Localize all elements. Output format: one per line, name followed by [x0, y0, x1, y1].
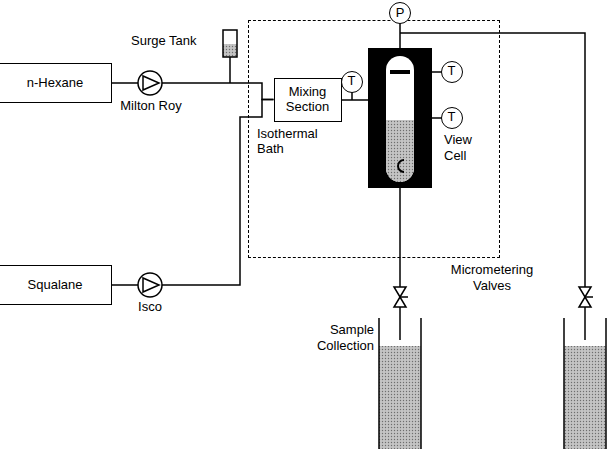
pump-arrow: [143, 278, 159, 292]
part-label: Surge Tank: [131, 33, 219, 49]
cell-bar: [390, 70, 410, 74]
node-label: T: [442, 110, 462, 125]
source-box: Squalane: [0, 265, 112, 305]
surge-tank: [223, 30, 237, 57]
valve-symbol: [579, 287, 591, 297]
node-label: n-Hexane: [0, 76, 111, 91]
sensor-circle: T: [441, 107, 463, 129]
pressure-line: [399, 22, 401, 48]
sample-jar: [420, 318, 422, 449]
liquid-line: [399, 307, 401, 340]
node-label: T: [342, 74, 362, 89]
valve-handle: [585, 296, 593, 298]
sensor-circle: T: [441, 61, 463, 83]
stir-bar: [398, 160, 404, 172]
region-label: Isothermal Bath: [257, 127, 337, 157]
sensor-circle: P: [389, 2, 411, 24]
pump-symbol: [138, 273, 162, 297]
part-label: Sample Collection: [296, 322, 374, 353]
valve-symbol: [579, 297, 591, 307]
node-label: P: [390, 6, 410, 21]
pump-symbol: [138, 71, 162, 95]
node-label: Mixing Section: [275, 85, 341, 115]
valve-symbol: [394, 297, 406, 307]
valve-symbol: [394, 287, 406, 297]
feed-line: [338, 99, 368, 101]
part-label: Milton Roy: [112, 98, 190, 114]
sample-jar: [378, 318, 380, 449]
cell-liquid: [386, 120, 414, 182]
node-label: Squalane: [0, 278, 111, 293]
vapor-line: [584, 307, 586, 340]
sample-jar: [563, 318, 565, 449]
jar-liquid: [564, 346, 606, 449]
flow-line: [112, 83, 274, 100]
part-label: Isco: [128, 299, 172, 315]
cell-window: [386, 56, 414, 182]
tank-liquid: [223, 44, 237, 57]
liquid-line: [399, 188, 401, 287]
sensor-circle: T: [341, 71, 363, 93]
jar-liquid: [379, 346, 421, 449]
view-cell: [368, 48, 432, 188]
process-box: Mixing Section: [274, 78, 342, 122]
part-label: View Cell: [444, 132, 484, 163]
pump-arrow: [143, 76, 159, 90]
tank-line: [229, 57, 231, 83]
node-label: T: [442, 64, 462, 79]
valve-handle: [400, 296, 408, 298]
source-box: n-Hexane: [0, 63, 112, 103]
sample-jar: [605, 318, 607, 449]
part-label: Micrometering Valves: [430, 262, 554, 293]
